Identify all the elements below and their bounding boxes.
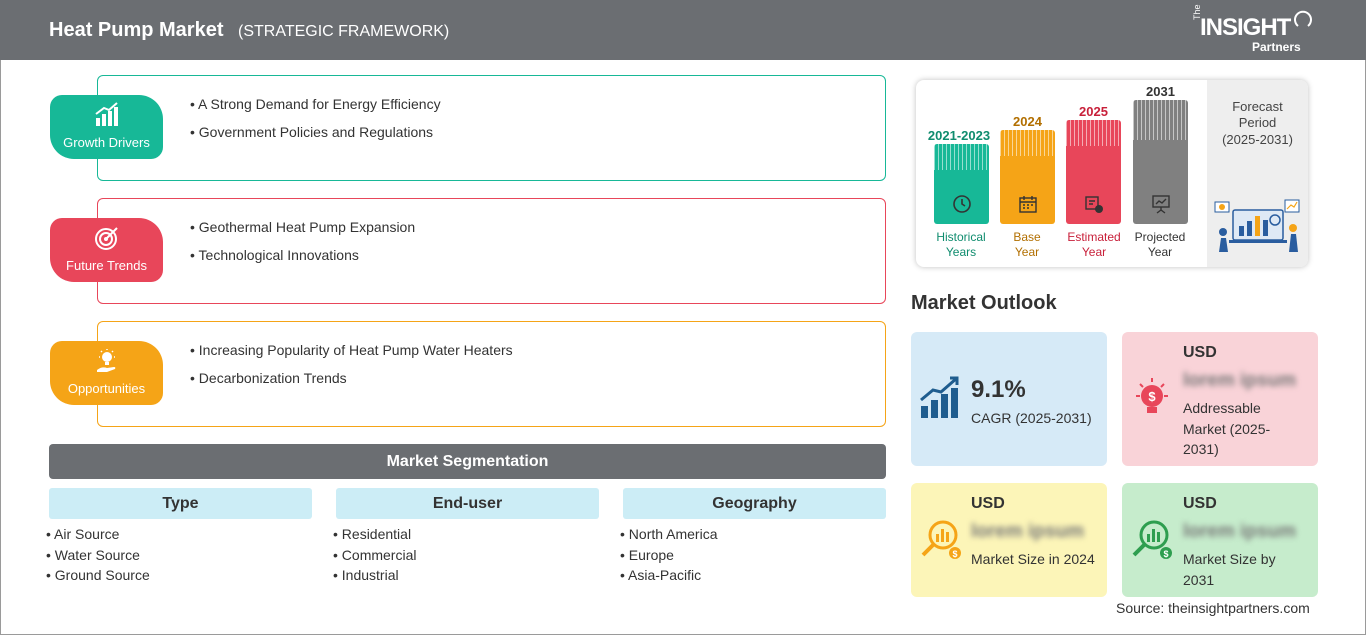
analytics-illustration-icon xyxy=(1214,199,1300,252)
addressable-market-card: $ USD lorem ipsum Addressable Market (20… xyxy=(1122,332,1318,466)
size-2031-value-blurred: lorem ipsum xyxy=(1183,521,1296,542)
segment-heading: Type xyxy=(49,488,312,519)
size-2024-value-blurred: lorem ipsum xyxy=(971,521,1084,542)
svg-text:$: $ xyxy=(952,549,957,559)
list-item: Technological Innovations xyxy=(190,247,415,275)
estimated-year-bar xyxy=(1066,120,1121,224)
timeline-year: 2021-2023 xyxy=(927,128,991,143)
list-item: Residential xyxy=(333,526,599,547)
timeline-caption: Base Year xyxy=(1013,230,1041,259)
estimate-icon xyxy=(1085,196,1103,213)
market-outlook-title: Market Outlook xyxy=(911,292,1057,314)
list-item: Commercial xyxy=(333,547,599,568)
presentation-icon xyxy=(1152,195,1170,214)
history-icon xyxy=(953,195,971,213)
opportunities-list: Increasing Popularity of Heat Pump Water… xyxy=(190,342,513,398)
timeline-caption: Historical Years xyxy=(936,230,986,259)
growth-drivers-badge: Growth Drivers xyxy=(50,95,163,159)
list-item: Industrial xyxy=(333,567,599,588)
cagr-label: CAGR (2025-2031) xyxy=(971,410,1092,426)
market-size-2031-card: $ USD lorem ipsum Market Size by 2031 xyxy=(1122,483,1318,597)
header-bar: Heat Pump Market (STRATEGIC FRAMEWORK) T… xyxy=(0,0,1366,60)
segment-end-user-column: End-user Residential Commercial Industri… xyxy=(336,488,599,588)
growth-drivers-list: A Strong Demand for Energy Efficiency Go… xyxy=(190,96,441,152)
addressable-value-blurred: lorem ipsum xyxy=(1183,370,1296,391)
segment-heading: End-user xyxy=(336,488,599,519)
lightbulb-hand-icon xyxy=(97,349,116,372)
list-item: Asia-Pacific xyxy=(620,567,886,588)
timeline-year: 2024 xyxy=(1013,114,1042,129)
target-icon xyxy=(95,227,118,250)
size-2031-label: Market Size by 2031 xyxy=(1183,551,1276,588)
timeline-panel: 2021-2023 Historical Years 2024 Base Yea… xyxy=(916,80,1308,267)
list-item: Government Policies and Regulations xyxy=(190,124,441,152)
market-segmentation-header: Market Segmentation xyxy=(49,444,886,479)
base-year-bar xyxy=(1000,130,1055,224)
usd-label: USD xyxy=(1183,344,1217,361)
calendar-icon xyxy=(1019,196,1037,213)
svg-text:$: $ xyxy=(1163,549,1168,559)
growth-chart-icon xyxy=(920,376,959,418)
addressable-label: Addressable Market (2025-2031) xyxy=(1183,400,1271,457)
timeline-caption: Estimated Year xyxy=(1067,230,1121,259)
growth-drivers-card: A Strong Demand for Energy Efficiency Go… xyxy=(97,75,886,181)
list-item: Air Source xyxy=(46,526,312,547)
future-trends-card: Geothermal Heat Pump Expansion Technolog… xyxy=(97,198,886,304)
usd-label: USD xyxy=(971,495,1005,512)
future-trends-label: Future Trends xyxy=(66,258,147,273)
logo-arc-icon xyxy=(1294,10,1312,27)
opportunities-badge: Opportunities xyxy=(50,341,163,405)
list-item: North America xyxy=(620,526,886,547)
segment-type-column: Type Air Source Water Source Ground Sour… xyxy=(49,488,312,588)
usd-label: USD xyxy=(1183,495,1217,512)
list-item: Geothermal Heat Pump Expansion xyxy=(190,219,415,247)
idea-dollar-icon: $ xyxy=(1136,378,1168,413)
size-2024-label: Market Size in 2024 xyxy=(971,551,1095,567)
timeline-year: 2031 xyxy=(1146,84,1175,99)
forecast-period-years: (2025-2031) xyxy=(1222,132,1293,147)
list-item: A Strong Demand for Energy Efficiency xyxy=(190,96,441,124)
timeline-year: 2025 xyxy=(1079,104,1108,119)
cagr-value: 9.1% xyxy=(971,376,1026,403)
insight-partners-logo[interactable]: The INSIGHT Partners xyxy=(1190,4,1320,54)
market-size-2024-card: $ USD lorem ipsum Market Size in 2024 xyxy=(911,483,1107,597)
page-subtitle: (STRATEGIC FRAMEWORK) xyxy=(238,23,450,40)
list-item: Ground Source xyxy=(46,567,312,588)
future-trends-list: Geothermal Heat Pump Expansion Technolog… xyxy=(190,219,416,275)
growth-drivers-label: Growth Drivers xyxy=(63,135,150,150)
cagr-card: 9.1% CAGR (2025-2031) xyxy=(911,332,1107,466)
projected-year-bar xyxy=(1133,100,1188,224)
forecast-period-label: Forecast Period xyxy=(1232,99,1283,130)
historical-years-bar xyxy=(934,144,989,224)
source-credit: Source: theinsightpartners.com xyxy=(1116,600,1310,616)
logo-partners: Partners xyxy=(1252,40,1301,54)
list-item: Europe xyxy=(620,547,886,568)
magnifier-chart-icon: $ xyxy=(921,520,961,559)
magnifier-chart-icon: $ xyxy=(1132,520,1172,559)
svg-text:$: $ xyxy=(1148,389,1156,404)
list-item: Increasing Popularity of Heat Pump Water… xyxy=(190,342,513,370)
forecast-period-box: Forecast Period (2025-2031) xyxy=(1207,80,1308,267)
opportunities-card: Increasing Popularity of Heat Pump Water… xyxy=(97,321,886,427)
bar-chart-icon xyxy=(95,102,118,126)
segment-heading: Geography xyxy=(623,488,886,519)
timeline-caption: Projected Year xyxy=(1134,230,1186,259)
page-title: Heat Pump Market xyxy=(49,19,224,41)
opportunities-label: Opportunities xyxy=(67,381,146,396)
list-item: Decarbonization Trends xyxy=(190,370,513,398)
list-item: Water Source xyxy=(46,547,312,568)
future-trends-badge: Future Trends xyxy=(50,218,163,282)
logo-insight: INSIGHT xyxy=(1200,14,1291,41)
segment-geography-column: Geography North America Europe Asia-Paci… xyxy=(623,488,886,588)
